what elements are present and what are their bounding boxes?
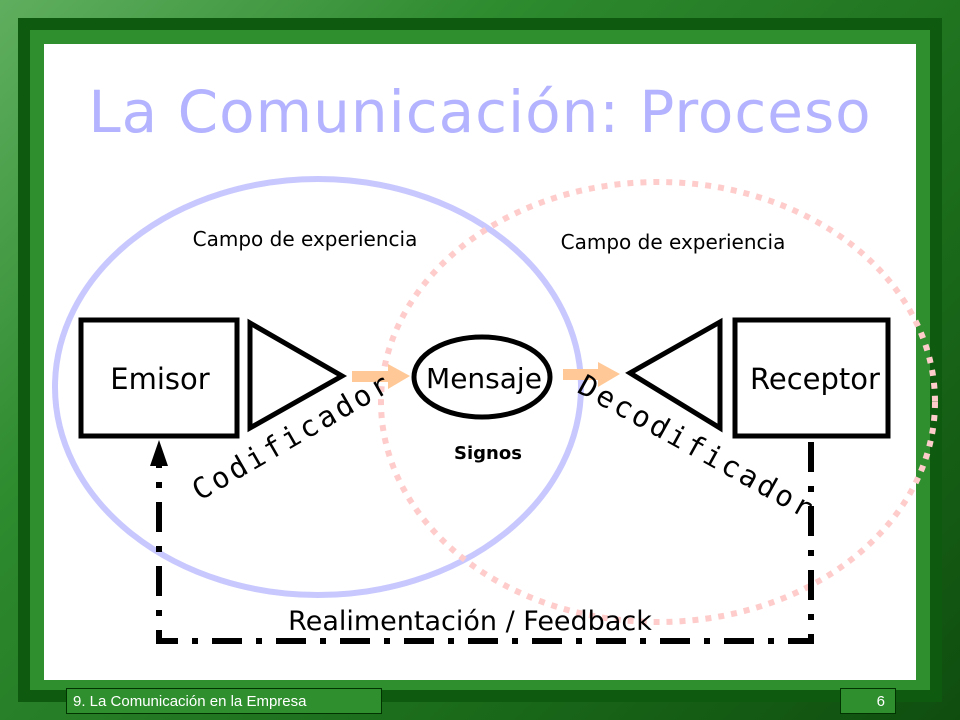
decoder-triangle bbox=[625, 317, 723, 433]
receptor-box bbox=[732, 317, 891, 439]
feedback-arrowhead bbox=[150, 440, 168, 466]
left-field-circle bbox=[52, 176, 584, 598]
field-label-right: Campo de experiencia bbox=[561, 230, 786, 254]
emisor-box bbox=[78, 317, 240, 439]
mensaje-label: Mensaje bbox=[426, 362, 542, 395]
right-field-circle bbox=[378, 179, 938, 625]
encoder-triangle bbox=[247, 318, 348, 433]
field-label-left: Campo de experiencia bbox=[193, 227, 418, 251]
footer-page-number: 6 bbox=[840, 688, 896, 714]
arrow-to-message bbox=[352, 364, 410, 389]
mensaje-ellipse bbox=[411, 334, 553, 420]
footer-course-title: 9. La Comunicación en la Empresa bbox=[66, 688, 382, 714]
receptor-label: Receptor bbox=[750, 362, 880, 396]
arrow-from-message bbox=[563, 362, 620, 387]
feedback-label: Realimentación / Feedback bbox=[288, 606, 652, 637]
emisor-label: Emisor bbox=[110, 362, 209, 396]
signos-label: Signos bbox=[454, 443, 522, 464]
slide-title: La Comunicación: Proceso bbox=[88, 78, 872, 146]
feedback-loop-line bbox=[156, 442, 814, 644]
